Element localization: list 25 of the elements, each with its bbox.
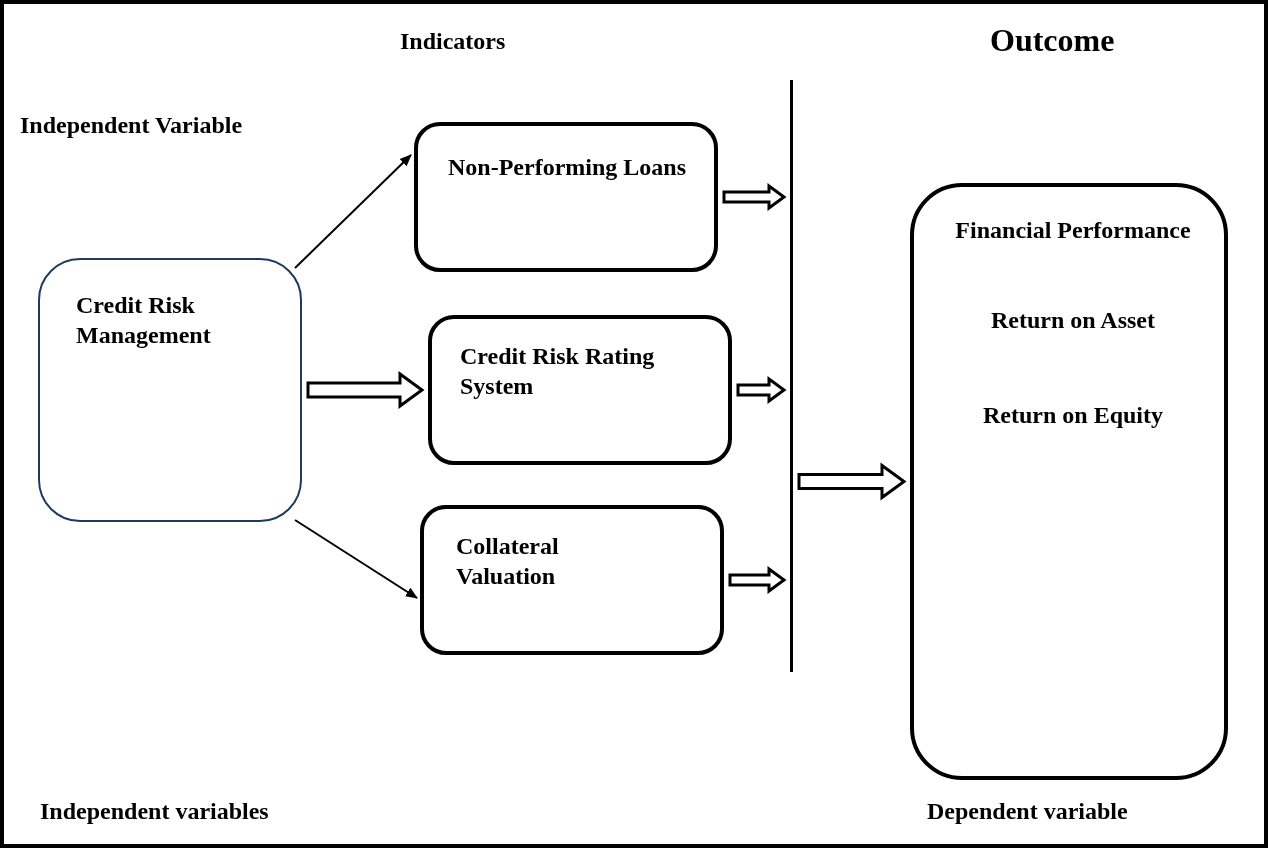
hollow-arrow xyxy=(736,376,787,404)
node-text: Non-Performing Loans xyxy=(448,153,687,182)
arrow xyxy=(294,519,418,599)
outcome-box xyxy=(910,183,1228,780)
process-box xyxy=(420,505,724,655)
node-text: Return on Asset xyxy=(990,306,1156,335)
hollow-arrow xyxy=(722,183,787,211)
heading-label: Independent Variable xyxy=(20,112,243,139)
node-text: Credit Risk Management xyxy=(76,291,212,350)
hollow-arrow xyxy=(728,566,787,594)
node-text: Credit Risk Rating System xyxy=(460,342,656,401)
node-text: Collateral Valuation xyxy=(456,532,560,591)
node-text: Financial Performance xyxy=(954,216,1192,245)
heading-label: Outcome xyxy=(990,22,1115,59)
heading-label: Indicators xyxy=(400,28,506,55)
heading-label: Dependent variable xyxy=(927,798,1128,825)
divider-bar xyxy=(790,80,793,672)
process-box xyxy=(38,258,302,522)
hollow-arrow xyxy=(797,462,907,501)
heading-label: Independent variables xyxy=(40,798,269,825)
process-box xyxy=(428,315,732,465)
hollow-arrow xyxy=(306,371,425,409)
process-box xyxy=(414,122,718,272)
arrow xyxy=(294,154,412,269)
node-text: Return on Equity xyxy=(981,401,1164,430)
